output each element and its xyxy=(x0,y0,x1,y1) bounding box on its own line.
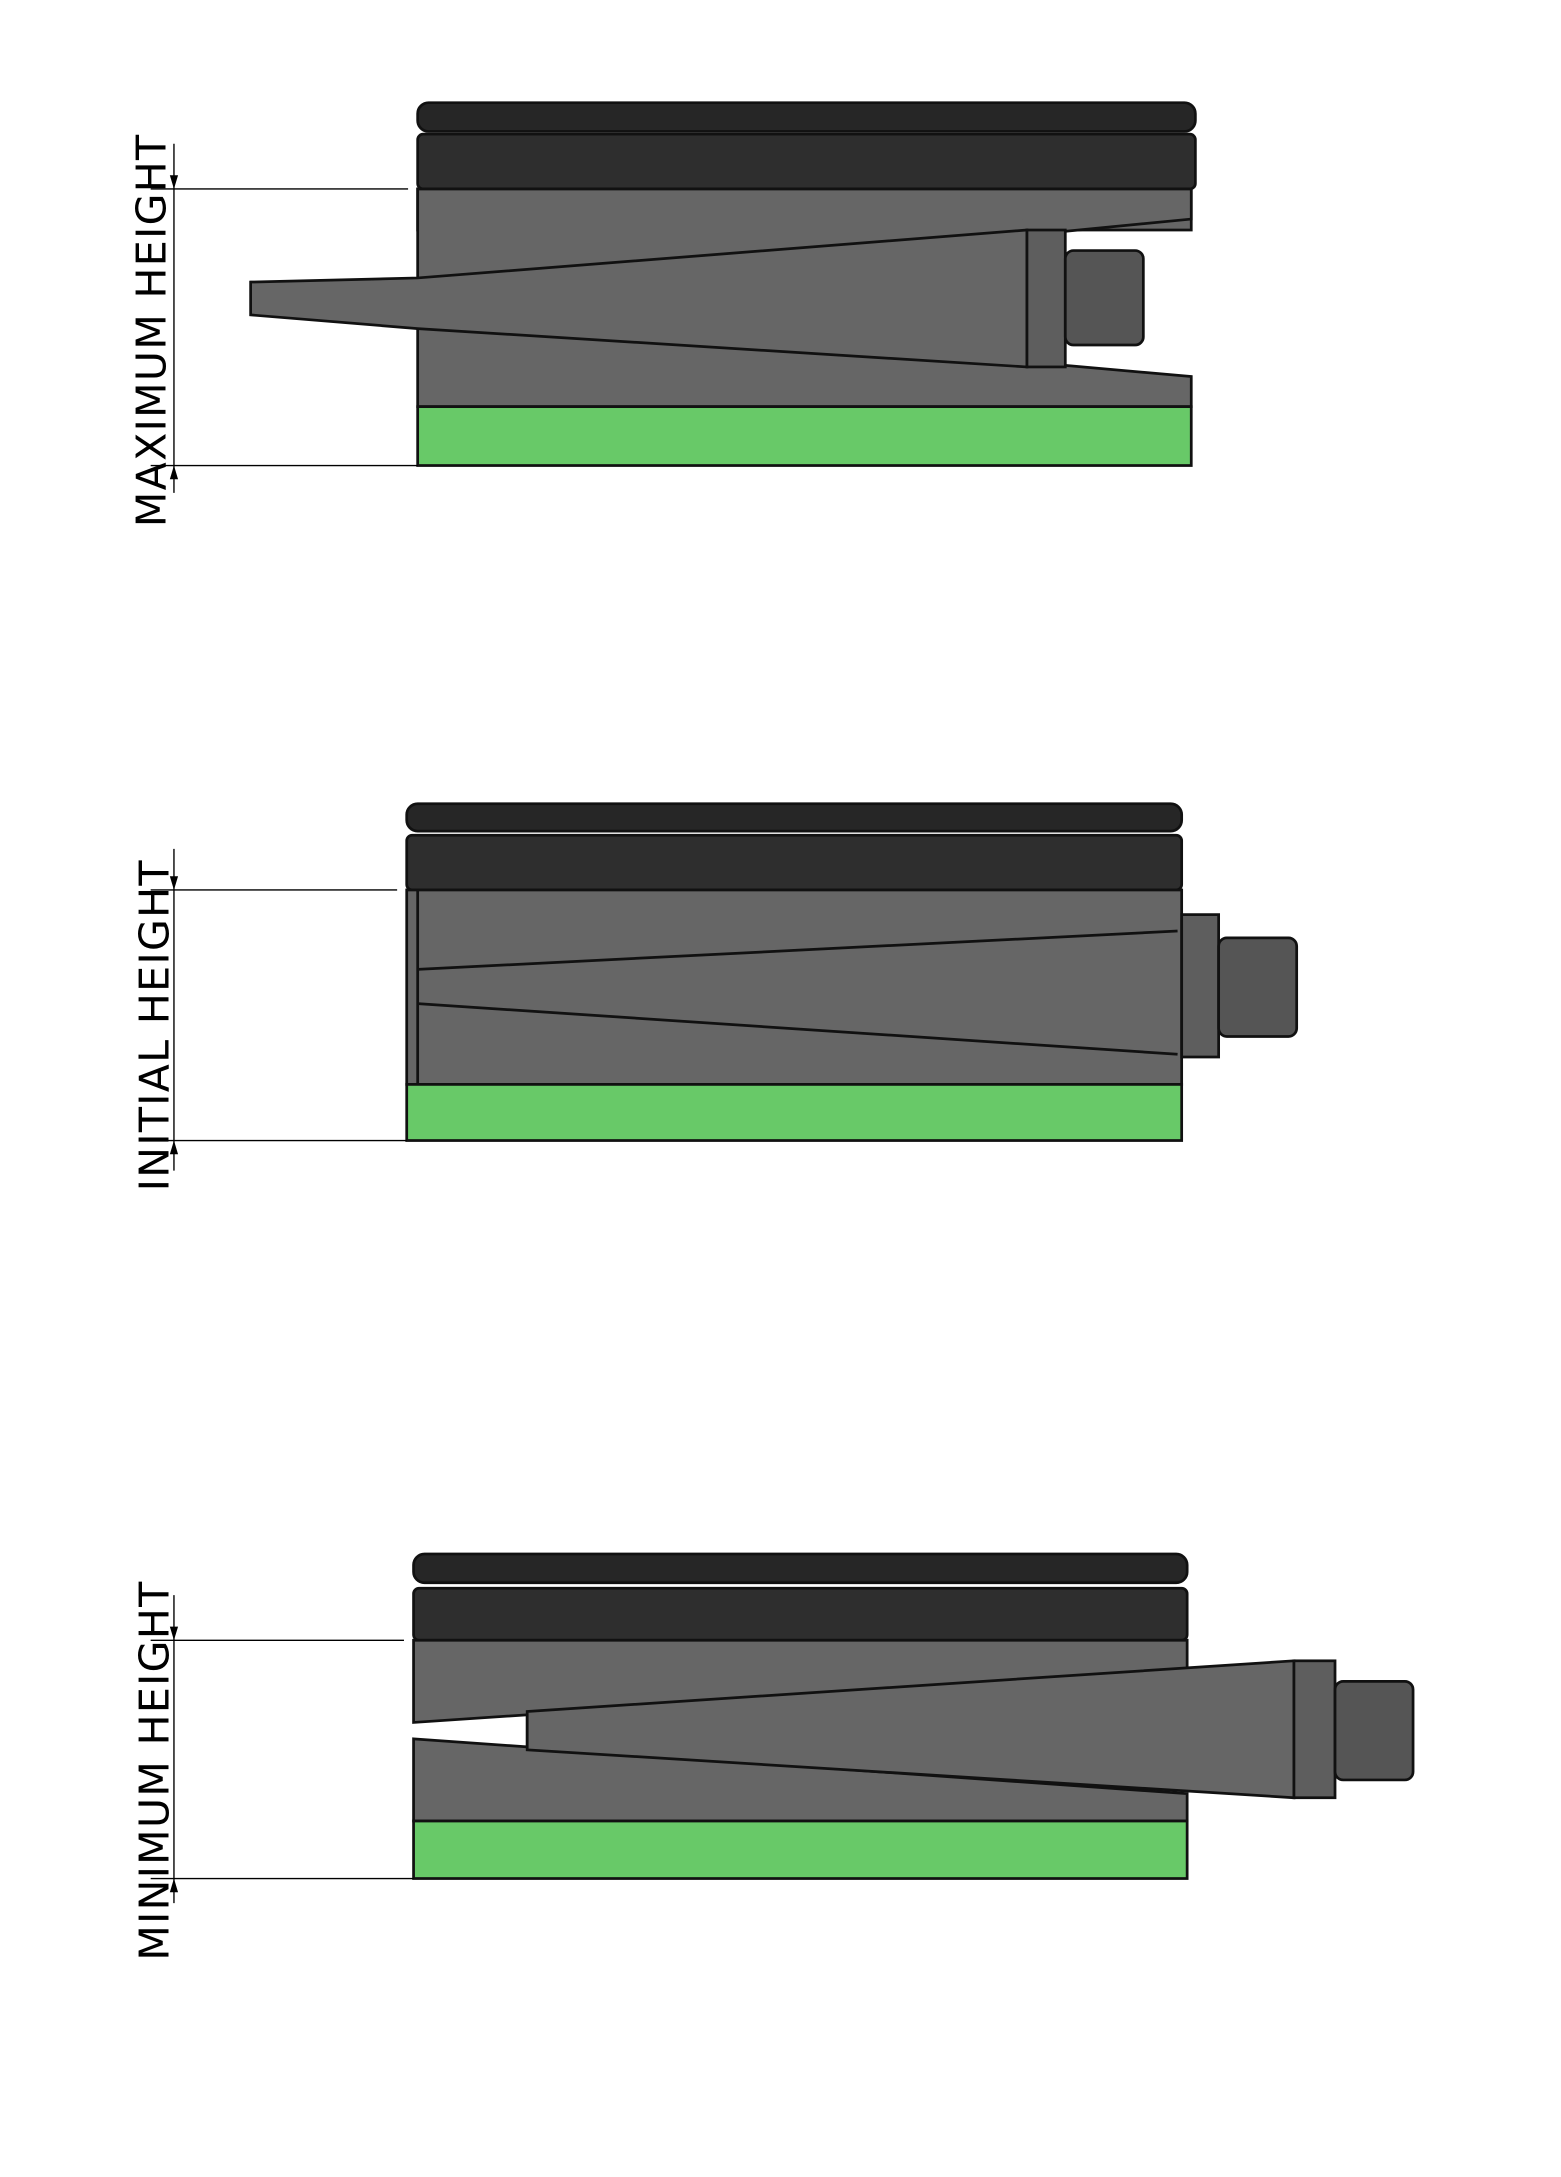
wedge-flange xyxy=(1292,1659,1337,1800)
hex-nut-icon xyxy=(1063,249,1145,347)
hex-nut-icon xyxy=(1333,1679,1415,1782)
maximum-height-view: MAXIMUM HEIGHT xyxy=(128,101,1197,528)
maximum-height-label: MAXIMUM HEIGHT xyxy=(128,134,176,528)
hex-nut-icon xyxy=(1217,936,1299,1038)
top-cap xyxy=(412,1552,1189,1585)
top-plate xyxy=(416,132,1197,191)
initial-height-view: INITIAL HEIGHT xyxy=(130,802,1299,1191)
top-cap xyxy=(405,802,1184,833)
minimum-height-view: MINIMUM HEIGHT xyxy=(130,1552,1415,1961)
wedge-body xyxy=(405,888,1184,1086)
base-pad xyxy=(405,1083,1184,1142)
minimum-height-label: MINIMUM HEIGHT xyxy=(130,1580,178,1960)
wedge-flange xyxy=(1180,913,1221,1059)
base-pad xyxy=(416,405,1193,467)
base-pad xyxy=(412,1819,1189,1880)
initial-height-label: INITIAL HEIGHT xyxy=(130,859,178,1191)
top-cap xyxy=(416,101,1197,133)
wedge-flange xyxy=(1025,228,1067,369)
top-plate xyxy=(405,833,1184,892)
top-plate xyxy=(412,1586,1189,1642)
